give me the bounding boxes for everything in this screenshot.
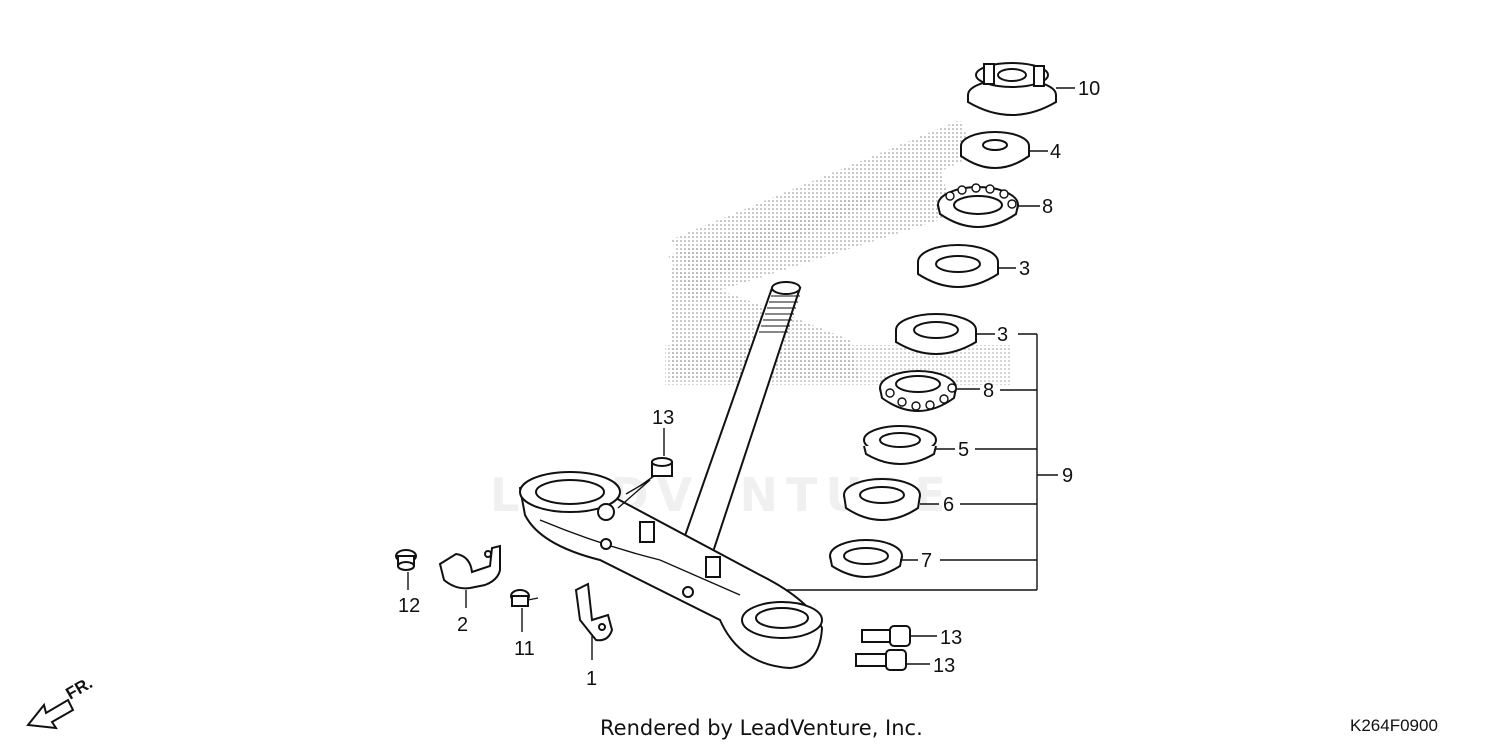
callout-3-top: 3 (1019, 258, 1030, 280)
lower-ball-bearing-part-8[interactable] (879, 370, 957, 412)
bolt-part-12[interactable] (395, 549, 417, 571)
callout-7: 7 (921, 550, 932, 572)
diagram-code: K264F0900 (1350, 716, 1438, 735)
callout-6: 6 (943, 494, 954, 516)
dust-seal-part-5[interactable] (863, 425, 937, 465)
footer-credit: Rendered by LeadVenture, Inc. (600, 716, 923, 740)
callout-4-top: 4 (1050, 141, 1061, 163)
callout-13-bolt-b: 13 (933, 655, 955, 677)
callout-2: 2 (457, 614, 468, 636)
callout-5: 5 (958, 439, 969, 461)
bracket-part-1[interactable] (574, 582, 614, 642)
callout-12: 12 (398, 595, 420, 617)
front-direction-arrow-icon: FR. (26, 673, 96, 730)
upper-race-part-3[interactable] (917, 244, 999, 288)
bolt-part-13-top[interactable] (639, 457, 673, 487)
direction-label: FR. (63, 673, 96, 703)
washer-part-7[interactable] (829, 539, 903, 578)
screw-part-11[interactable] (510, 589, 539, 607)
callout-13-top: 13 (652, 407, 674, 429)
stem-nut-part-10[interactable] (967, 62, 1057, 116)
lock-nut-part-4[interactable] (960, 131, 1030, 169)
steering-stem-part-1[interactable] (518, 281, 824, 670)
callout-8-group: 8 (983, 380, 994, 402)
lower-race-part-3[interactable] (895, 313, 977, 355)
seal-part-6[interactable] (843, 478, 921, 521)
kit-bracket-part-9 (760, 333, 1058, 591)
bolt-part-13-b[interactable] (855, 649, 907, 671)
callout-13-bolt-a: 13 (940, 627, 962, 649)
bolt-part-13-a[interactable] (861, 625, 911, 647)
callout-10: 10 (1078, 78, 1100, 100)
callout-1: 1 (586, 668, 597, 690)
callout-3-group: 3 (997, 324, 1008, 346)
clamp-part-2[interactable] (438, 544, 501, 590)
callout-8-top: 8 (1042, 196, 1053, 218)
callout-11: 11 (514, 638, 535, 660)
callout-9: 9 (1062, 465, 1073, 487)
upper-ball-bearing-part-8[interactable] (937, 183, 1019, 228)
